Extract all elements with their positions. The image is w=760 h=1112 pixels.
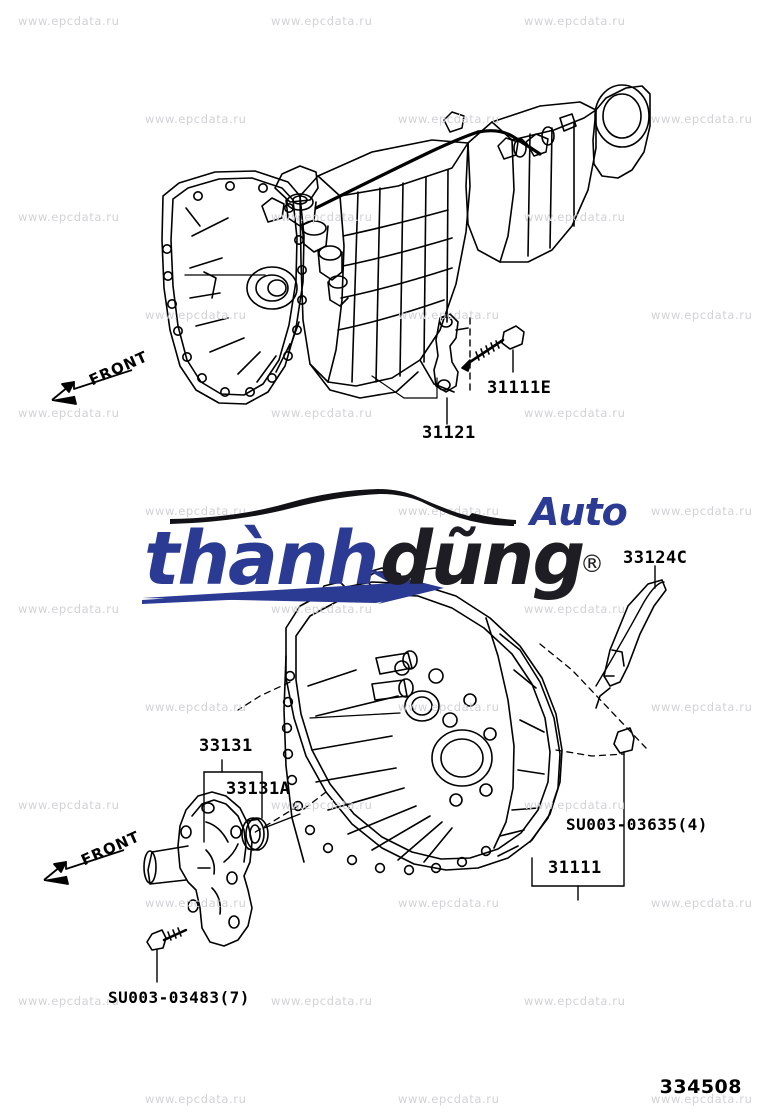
watermark-text: www.epcdata.ru xyxy=(145,1092,247,1106)
upper-transmission-drawing xyxy=(0,0,760,470)
front-arrow-lower: FRONT xyxy=(36,827,166,898)
callout-33124c: 33124C xyxy=(623,548,688,568)
callout-31121: 31121 xyxy=(422,423,476,443)
front-arrow-upper: FRONT xyxy=(44,347,174,418)
callout-33131a: 33131A xyxy=(226,779,291,799)
callout-33131: 33131 xyxy=(199,736,253,756)
lower-bellhousing-drawing xyxy=(0,470,760,1030)
callout-su003-03635: SU003-03635(4) xyxy=(566,815,708,834)
watermark-text: www.epcdata.ru xyxy=(398,1092,500,1106)
callout-31111: 31111 xyxy=(548,858,602,878)
callout-31111e: 31111E xyxy=(487,378,552,398)
callout-su003-03483: SU003-03483(7) xyxy=(108,988,250,1007)
diagram-number: 334508 xyxy=(659,1076,742,1098)
